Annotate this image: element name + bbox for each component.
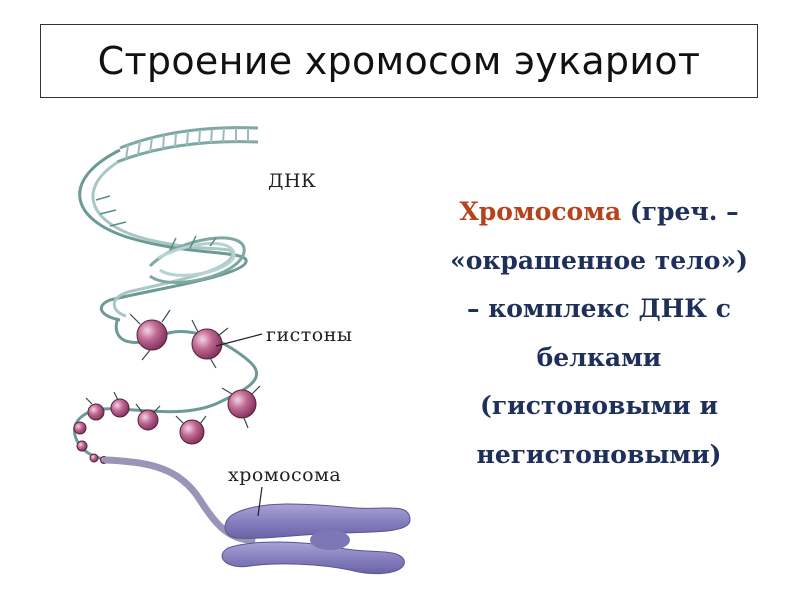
definition-line-4: белками <box>536 342 662 372</box>
chromosome-definition: Хромосома (греч. – «окрашенное тело») – … <box>412 188 786 479</box>
definition-line-1: (греч. – <box>621 197 739 226</box>
histone-tails <box>85 309 261 429</box>
chromosome-shape <box>221 503 411 575</box>
histone-spheres <box>73 319 257 464</box>
title-box: Строение хромосом эукариот <box>40 24 758 98</box>
label-pointers <box>215 333 263 517</box>
definition-line-3: – комплекс ДНК с <box>467 294 731 323</box>
histones-label: гистоны <box>266 324 353 346</box>
definition-line-6: негистоновыми) <box>476 439 722 469</box>
dna-double-helix <box>78 148 248 322</box>
chromosome-label: хромосома <box>228 464 342 486</box>
definition-line-5: (гистоновыми и <box>480 391 718 420</box>
page-title: Строение хромосом эукариот <box>97 39 701 83</box>
definition-line-2: «окрашенное тело») <box>450 245 748 275</box>
definition-term: Хромосома <box>459 197 622 226</box>
dna-label: ДНК <box>268 170 317 192</box>
dna-ladder <box>116 126 259 164</box>
